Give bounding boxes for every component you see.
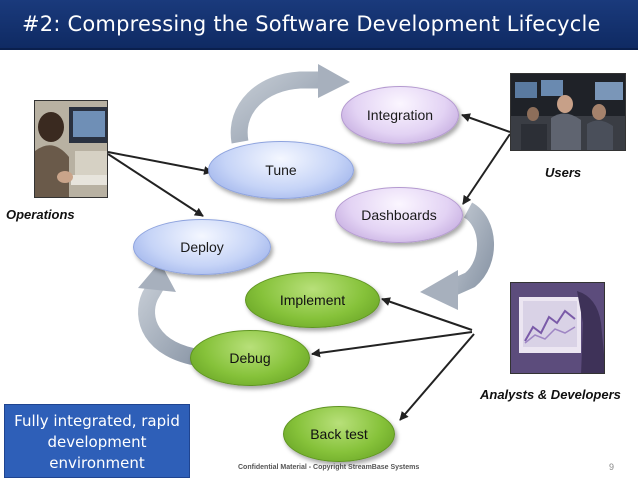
arrow-operations-tune xyxy=(107,151,213,175)
node-implement: Implement xyxy=(245,272,380,328)
node-integration: Integration xyxy=(341,86,459,144)
arrow-users-dashboards xyxy=(462,133,511,205)
node-tune: Tune xyxy=(208,141,354,199)
node-back-test-label: Back test xyxy=(310,426,368,442)
operations-photo xyxy=(34,100,108,198)
arrow-analysts-debug xyxy=(311,331,473,358)
analysts-photo xyxy=(510,282,605,374)
node-integration-label: Integration xyxy=(366,107,434,123)
cycle-arrow-left xyxy=(138,262,202,367)
slide-title: #2: Compressing the Software Development… xyxy=(22,12,601,36)
node-debug: Debug xyxy=(190,330,310,386)
footer-copyright: Confidential Material - Copyright Stream… xyxy=(238,464,420,471)
callout-box: Fully integrated, rapid development envi… xyxy=(4,404,190,478)
cycle-arrow-right xyxy=(420,202,494,310)
node-tune-label: Tune xyxy=(265,162,297,178)
page-number: 9 xyxy=(609,462,615,472)
arrow-analysts-backtest xyxy=(399,333,475,421)
arrow-operations-deploy xyxy=(107,153,204,217)
node-deploy: Deploy xyxy=(133,219,271,275)
arrow-analysts-implement xyxy=(381,297,473,331)
operations-label: Operations xyxy=(6,207,75,222)
title-bar: #2: Compressing the Software Development… xyxy=(0,0,638,50)
node-back-test: Back test xyxy=(283,406,395,462)
cycle-arrow-top xyxy=(230,64,350,144)
node-dashboards-label: Dashboards xyxy=(361,207,437,223)
node-debug-label: Debug xyxy=(229,350,271,366)
node-deploy-label: Deploy xyxy=(180,239,224,255)
node-dashboards: Dashboards xyxy=(335,187,463,243)
analysts-label: Analysts & Developers xyxy=(480,387,621,402)
arrow-users-integration xyxy=(461,113,511,133)
users-photo xyxy=(510,73,626,151)
users-label: Users xyxy=(545,165,582,180)
node-implement-label: Implement xyxy=(279,292,346,308)
